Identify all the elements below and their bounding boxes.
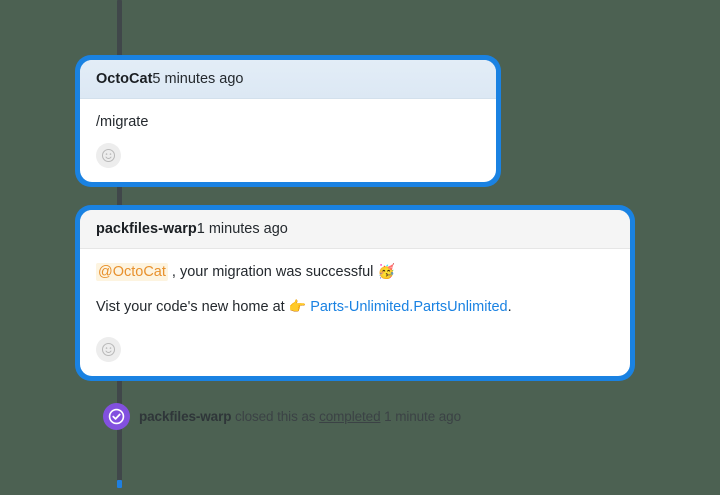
event-actor[interactable]: packfiles-warp: [139, 409, 232, 424]
comment-card-inner: OctoCat5 minutes ago /migrate: [80, 60, 496, 182]
comment-text: , your migration was successful: [167, 264, 378, 281]
event-timestamp: 1 minute ago: [380, 409, 461, 424]
comment-timestamp: 1 minutes ago: [196, 221, 288, 237]
reaction-row: [80, 331, 630, 376]
timeline-rail-end-marker: [117, 480, 122, 488]
comment-author[interactable]: packfiles-warp: [96, 221, 197, 237]
closed-event-row: packfiles-warp closed this as completed …: [103, 403, 461, 430]
party-face-emoji: 🥳: [377, 264, 395, 281]
comment-header: OctoCat5 minutes ago: [80, 60, 496, 100]
event-reason[interactable]: completed: [319, 409, 381, 424]
timeline-rail-top: [117, 0, 122, 56]
closed-event-text: packfiles-warp closed this as completed …: [139, 409, 461, 424]
timeline-rail-bottom: [117, 380, 122, 488]
comment-body: @OctoCat , your migration was successful…: [80, 249, 630, 331]
comment-line: @OctoCat , your migration was successful…: [96, 262, 614, 283]
timeline-rail-middle: [117, 186, 122, 212]
comment-text: .: [507, 299, 512, 316]
pointing-right-emoji: 👉: [288, 299, 307, 316]
add-reaction-button[interactable]: [96, 143, 121, 168]
comment-line: Vist your code's new home at 👉 Parts-Unl…: [96, 297, 614, 318]
closed-check-circle-icon: [103, 403, 130, 430]
comment-card: OctoCat5 minutes ago /migrate: [75, 55, 501, 187]
event-action: closed this as: [231, 409, 320, 424]
comment-card-inner: packfiles-warp1 minutes ago @OctoCat , y…: [80, 210, 630, 376]
comment-card: packfiles-warp1 minutes ago @OctoCat , y…: [75, 205, 635, 381]
comment-header: packfiles-warp1 minutes ago: [80, 210, 630, 250]
smiley-icon: [101, 148, 116, 163]
comment-text: Vist your code's new home at: [96, 299, 289, 316]
add-reaction-button[interactable]: [96, 337, 121, 362]
comment-body: /migrate: [80, 99, 496, 137]
reaction-row: [80, 137, 496, 182]
smiley-icon: [101, 342, 116, 357]
comment-author[interactable]: OctoCat: [96, 71, 153, 87]
comment-line: /migrate: [96, 114, 149, 131]
repository-link[interactable]: Parts-Unlimited.PartsUnlimited: [310, 299, 508, 316]
comment-timestamp: 5 minutes ago: [152, 71, 244, 87]
user-mention[interactable]: @OctoCat: [96, 263, 168, 282]
